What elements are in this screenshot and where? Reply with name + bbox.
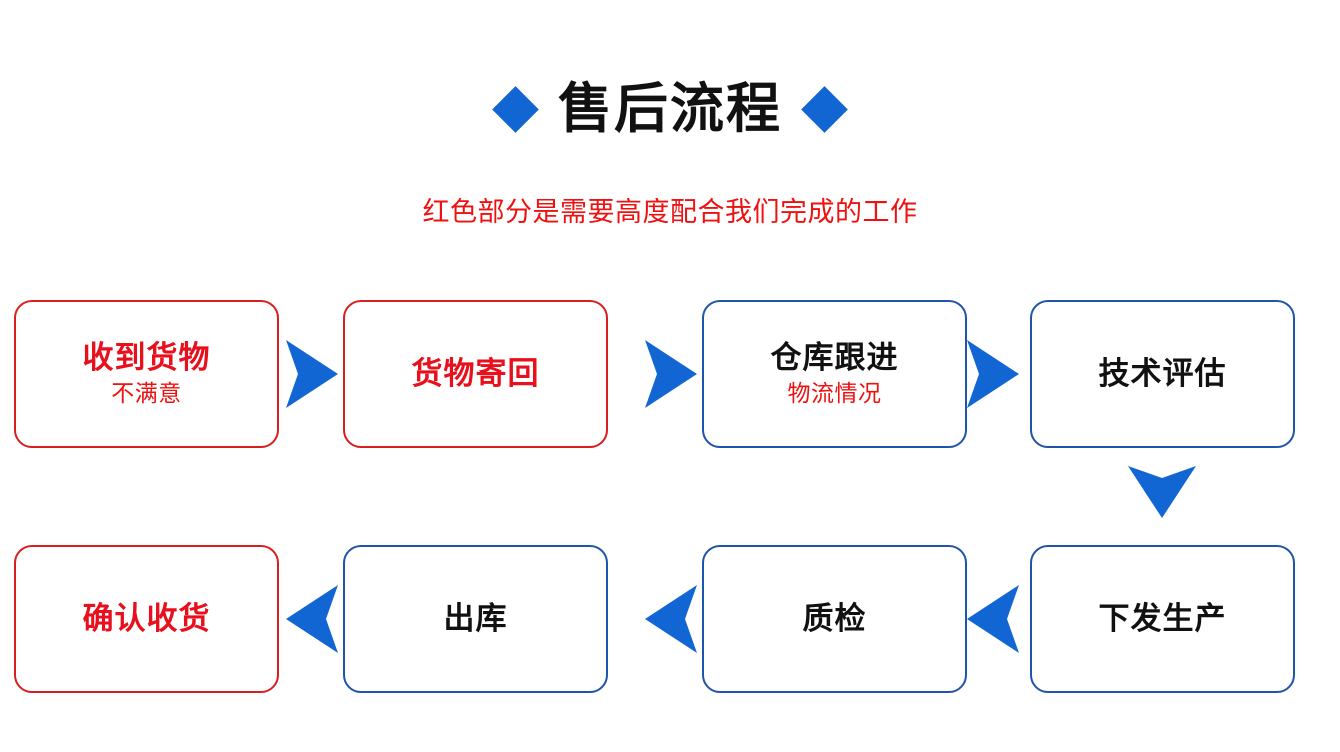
flow-node-下发生产[interactable]: 下发生产 [1030, 545, 1295, 693]
flow-node-title: 下发生产 [1098, 600, 1227, 636]
diamond-icon-left [492, 85, 539, 133]
arrow-right-icon [286, 340, 338, 408]
page-title-row: 售后流程 [0, 82, 1340, 136]
flow-node-subtitle: 物流情况 [787, 380, 882, 407]
arrow-right-icon [967, 340, 1019, 408]
arrow-left-icon [645, 585, 697, 653]
arrow-right-icon [645, 340, 697, 408]
flow-node-质检[interactable]: 质检 [702, 545, 967, 693]
flow-node-title: 货物寄回 [411, 355, 540, 391]
page-title: 售后流程 [558, 79, 782, 139]
flow-node-title: 收到货物 [82, 340, 211, 376]
flow-node-title: 出库 [443, 600, 508, 636]
arrow-left-icon [967, 585, 1019, 653]
flow-node-title: 确认收货 [82, 600, 211, 636]
flow-node-title: 仓库跟进 [770, 340, 899, 376]
flow-node-技术评估[interactable]: 技术评估 [1030, 300, 1295, 448]
flow-node-确认收货[interactable]: 确认收货 [14, 545, 279, 693]
page-subtitle: 红色部分是需要高度配合我们完成的工作 [422, 197, 918, 227]
diamond-icon-right [801, 85, 848, 133]
flow-node-title: 技术评估 [1098, 355, 1227, 391]
arrow-left-icon [286, 585, 338, 653]
flow-node-仓库跟进[interactable]: 仓库跟进 物流情况 [702, 300, 967, 448]
flow-node-货物寄回[interactable]: 货物寄回 [343, 300, 608, 448]
flow-node-subtitle: 不满意 [111, 380, 182, 407]
flow-node-收到货物[interactable]: 收到货物 不满意 [14, 300, 279, 448]
flow-node-出库[interactable]: 出库 [343, 545, 608, 693]
arrow-down-icon [1128, 466, 1196, 518]
flow-node-title: 质检 [802, 600, 867, 636]
